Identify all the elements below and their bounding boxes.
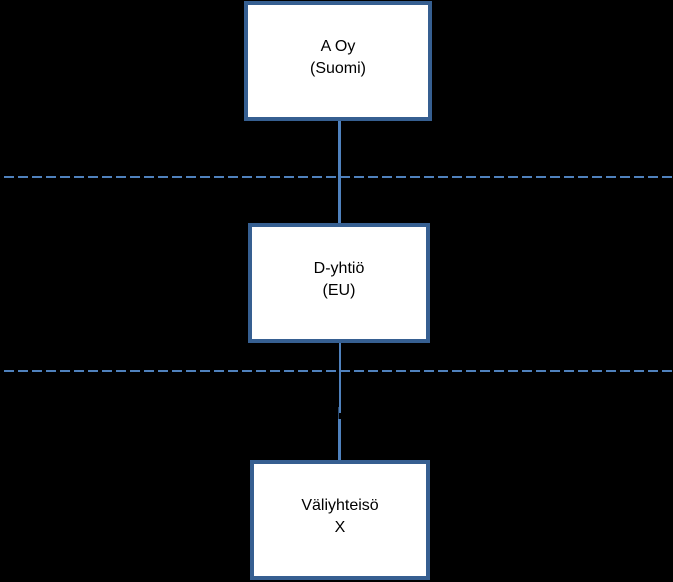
dashed-separator-1: [0, 176, 673, 178]
dashed-separator-2: [0, 370, 673, 372]
connector-d-to-x-upper: [339, 343, 341, 413]
node-a-oy-label: A Oy (Suomi): [310, 36, 366, 80]
node-a-oy: A Oy (Suomi): [244, 1, 432, 121]
node-label-line: A Oy: [320, 38, 356, 55]
node-label-line: (Suomi): [309, 60, 366, 77]
node-label-line: (EU): [322, 282, 356, 299]
node-valiyhteiso-x-label: Väliyhteisö X: [301, 495, 378, 539]
node-label-line: Väliyhteisö: [301, 497, 379, 514]
node-d-yhtio-label: D-yhtiö (EU): [314, 258, 365, 302]
node-d-yhtio: D-yhtiö (EU): [248, 223, 430, 343]
node-label-line: X: [334, 519, 346, 536]
connector-d-to-x-notch: [338, 407, 339, 421]
node-valiyhteiso-x: Väliyhteisö X: [250, 460, 430, 580]
connector-d-to-x-lower: [338, 419, 341, 463]
connector-a-to-d: [338, 121, 341, 224]
node-label-line: D-yhtiö: [313, 260, 365, 277]
